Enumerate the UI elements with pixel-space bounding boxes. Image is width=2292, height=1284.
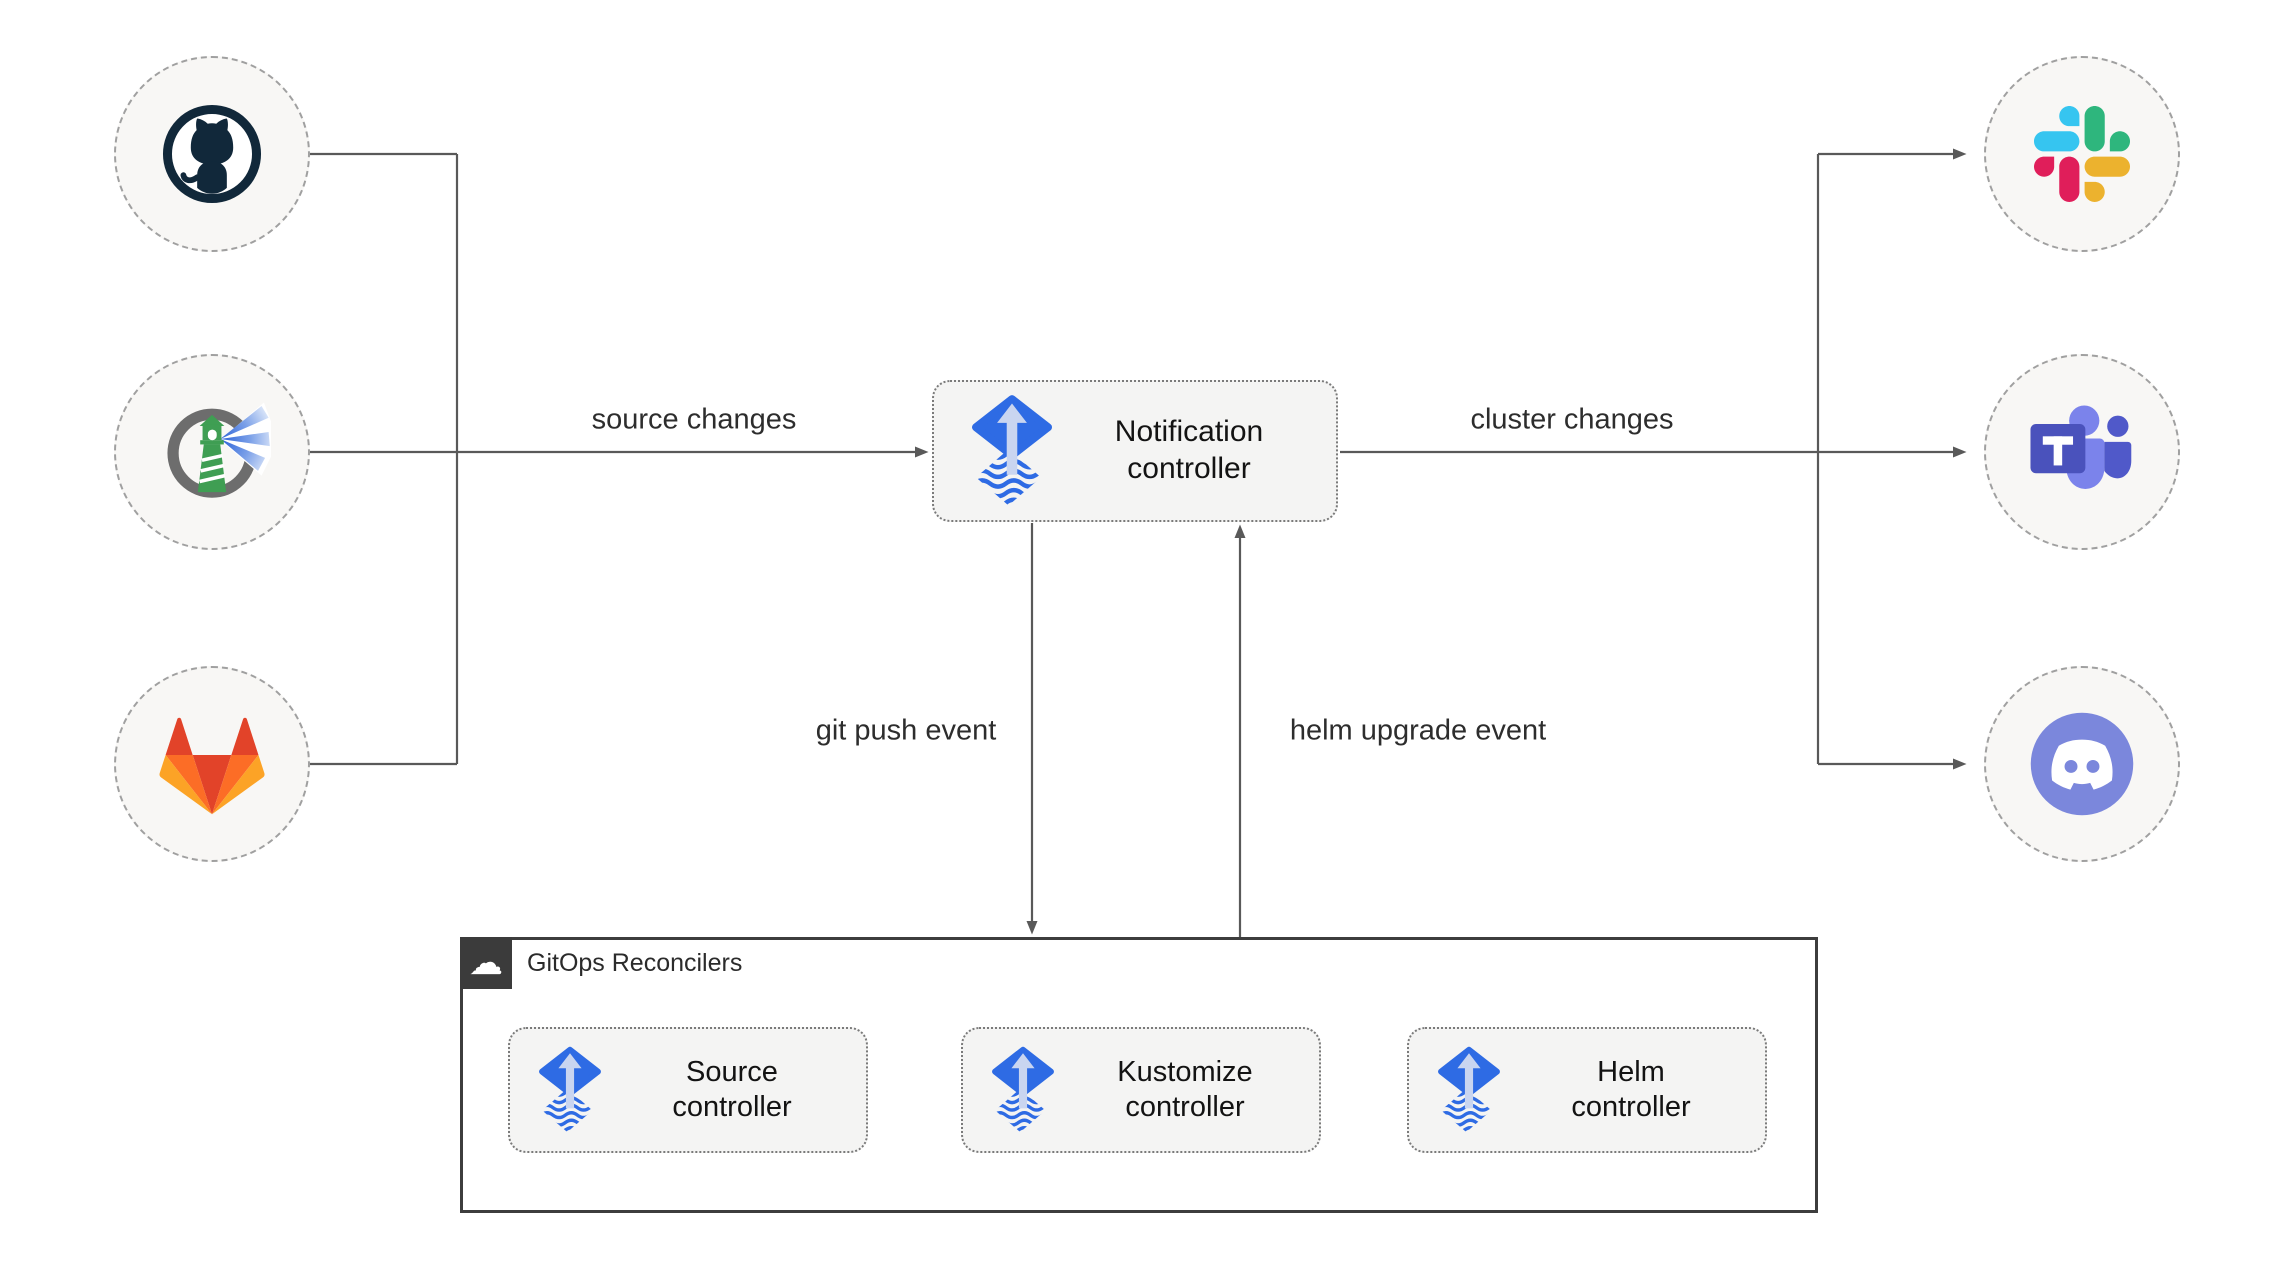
source-controller-node: Source controller [508,1027,868,1153]
source-node-harbor [114,354,310,550]
target-node-discord [1984,666,2180,862]
teams-icon [2030,405,2132,489]
helm-controller-label: Helm controller [1571,1055,1691,1123]
edge-label-helm-upgrade-event: helm upgrade event [1289,714,1547,747]
notification-controller-node: Notification controller [932,380,1338,522]
flux-icon [968,393,1056,509]
target-node-teams [1984,354,2180,550]
helm-controller-node: Helm controller [1407,1027,1767,1153]
discord-icon [2030,712,2134,816]
source-node-gitlab [114,666,310,862]
gitlab-icon [159,717,265,815]
gitops-reconcilers-label: GitOps Reconcilers [527,949,743,977]
notification-controller-label: Notification controller [1114,415,1264,485]
source-controller-label: Source controller [672,1055,792,1123]
flux-icon [536,1045,604,1135]
harbor-icon [167,402,271,498]
github-icon [162,104,262,204]
edge-label-git-push-event: git push event [815,714,997,747]
source-node-github [114,56,310,252]
flux-icon [989,1045,1057,1135]
kustomize-controller-label: Kustomize controller [1117,1055,1253,1123]
edge-label-source-changes: source changes [591,403,797,436]
cloud-icon: ☁ [460,937,512,989]
slack-icon [2034,106,2130,202]
kustomize-controller-node: Kustomize controller [961,1027,1321,1153]
edge-label-cluster-changes: cluster changes [1470,403,1674,436]
target-node-slack [1984,56,2180,252]
flux-icon [1435,1045,1503,1135]
